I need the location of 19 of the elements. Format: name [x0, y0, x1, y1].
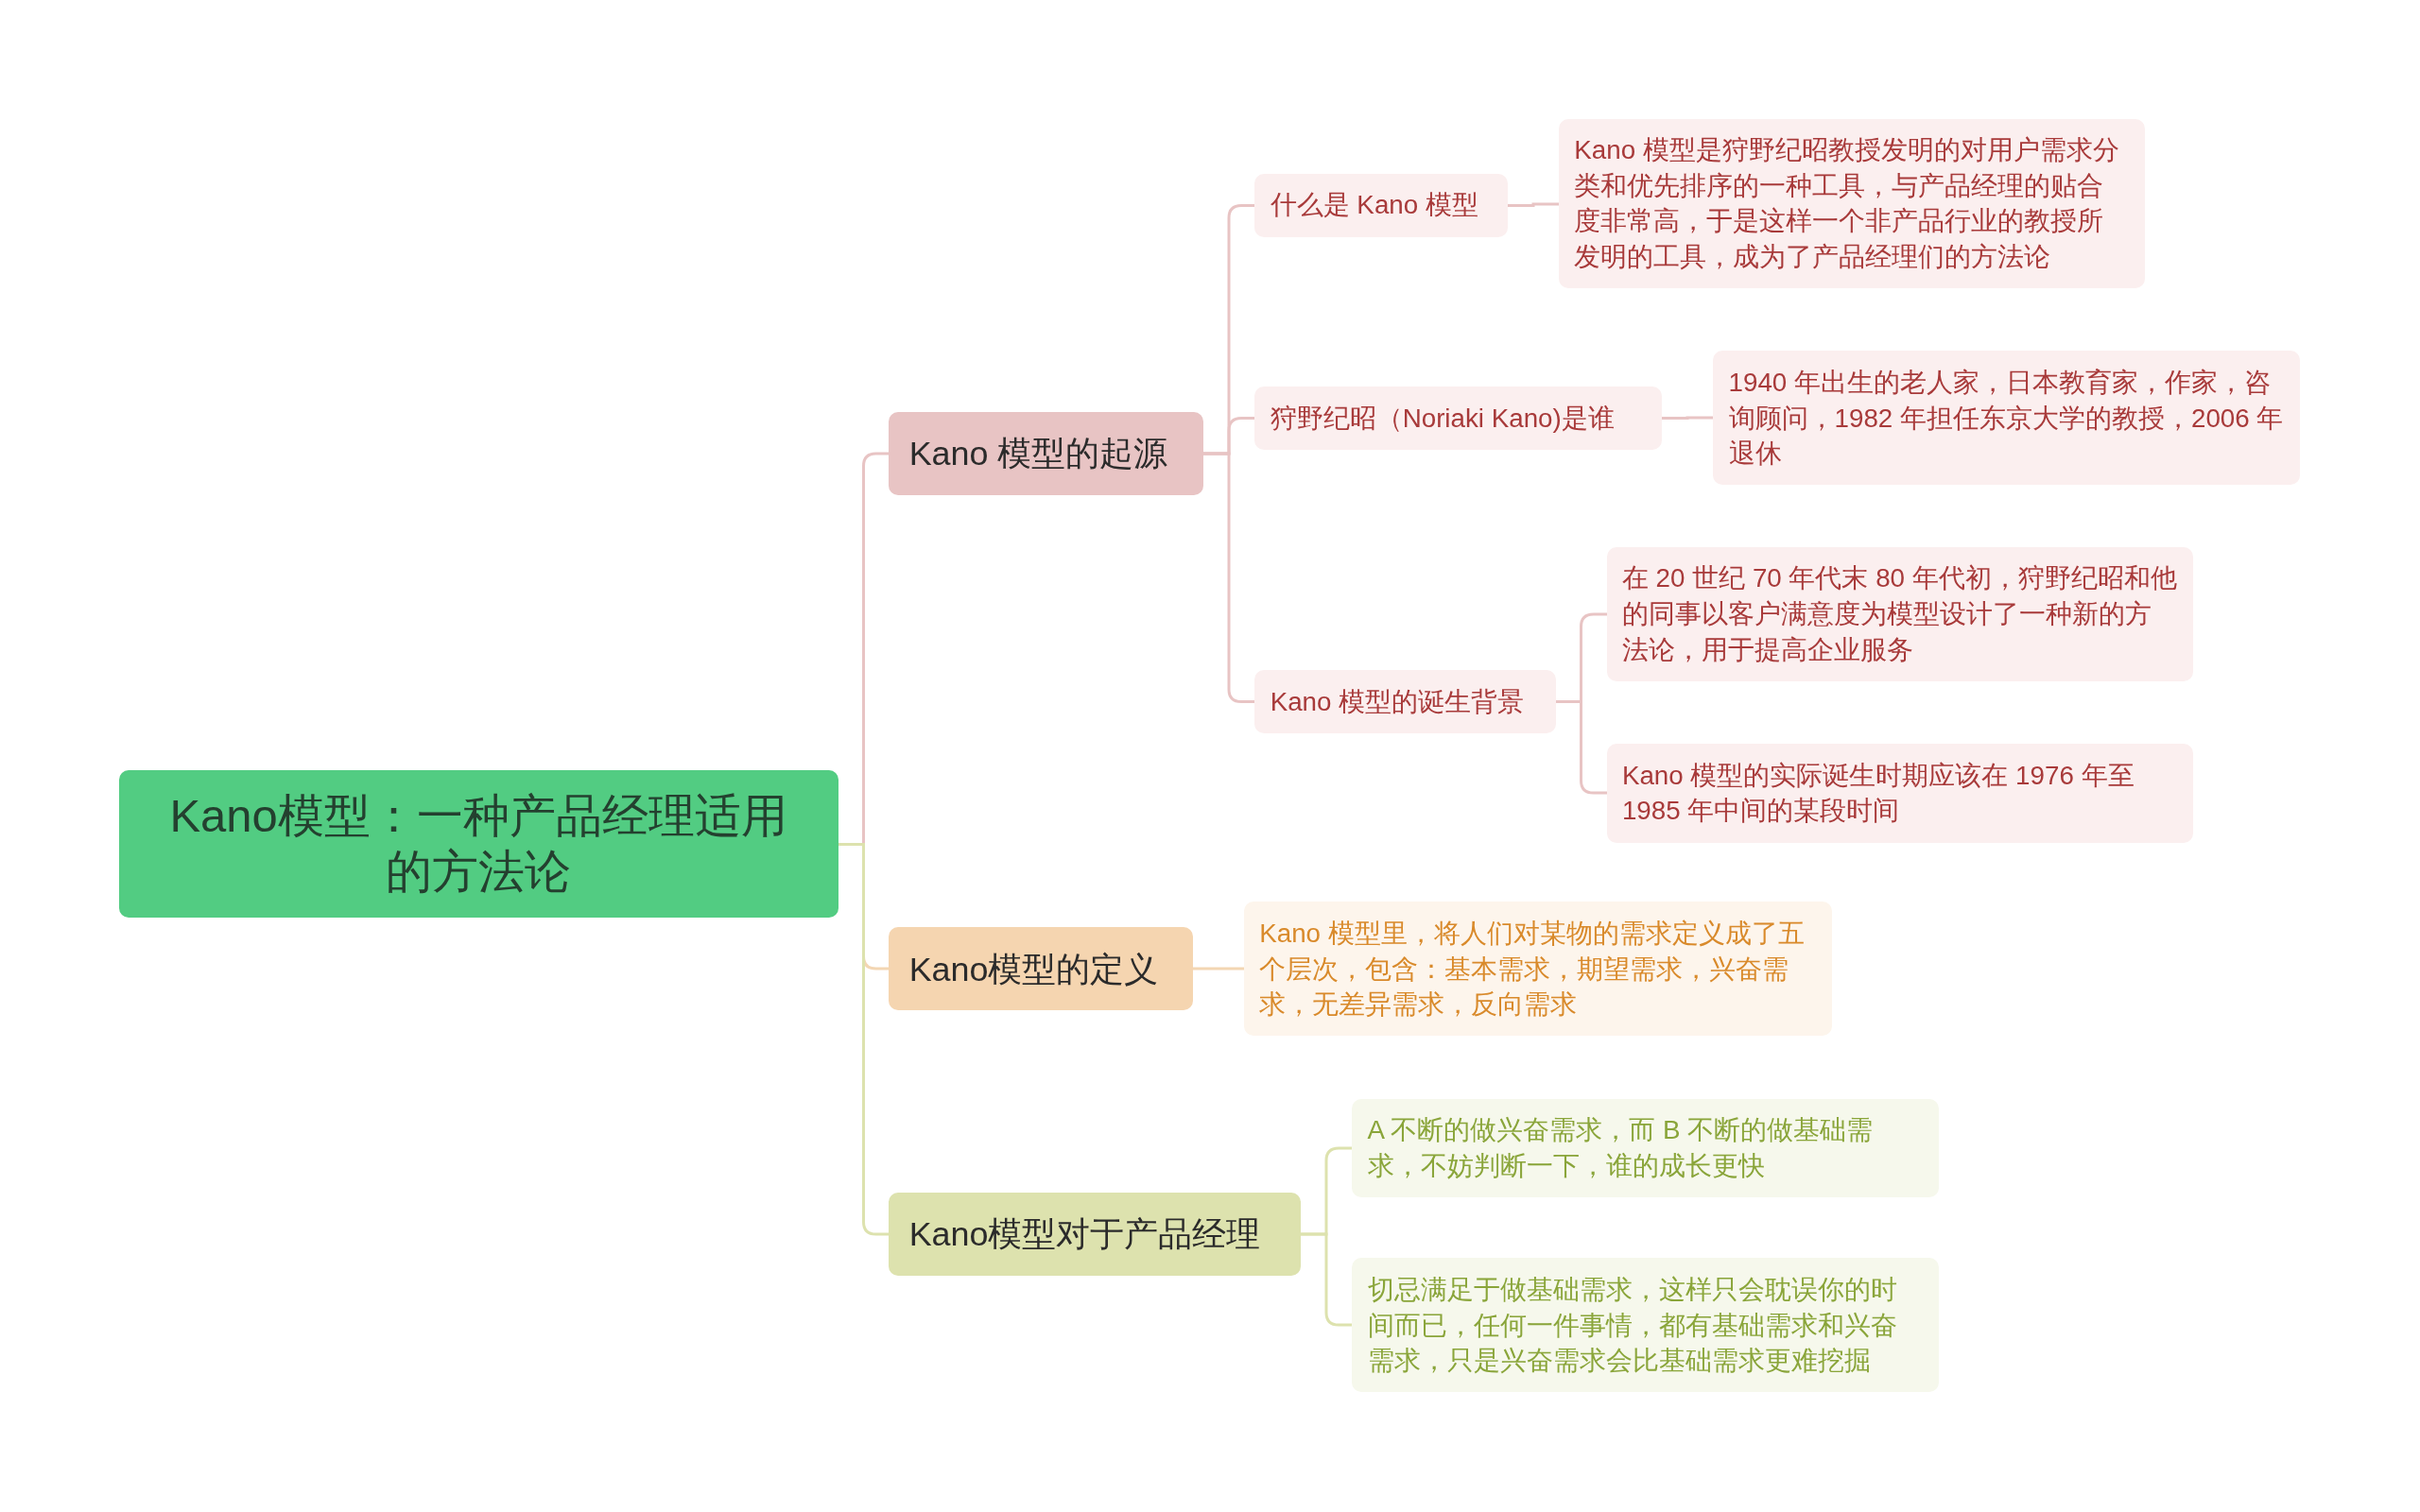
- root-topic-box: Kano模型：一种产品经理适用的方法论: [118, 769, 838, 919]
- connector-line: [1203, 452, 1254, 703]
- note-box: Kano 模型里，将人们对某物的需求定义成了五个层次，包含：基本需求，期望需求，兴奋需求，无差异需求，反向需求: [1243, 902, 1832, 1037]
- note-box: A 不断的做兴奋需求，而 B 不断的做基础需求，不妨判断一下，谁的成长更快: [1352, 1098, 1939, 1198]
- subtopic-box: 什么是 Kano 模型: [1254, 173, 1509, 237]
- note-box: Kano 模型是狩野纪昭教授发明的对用户需求分类和优先排序的一种工具，与产品经理的贴合度非常高，于是这样一个非产品行业的教授所发明的工具，成为了产品经理们的方法论: [1558, 118, 2146, 289]
- note-box: 在 20 世纪 70 年代末 80 年代初，狩野纪昭和他的同事以客户满意度为模型设计了一种新的方法论，用于提高企业服务: [1606, 546, 2193, 681]
- connector-line: [1193, 967, 1244, 971]
- note-box: 1940 年出生的老人家，日本教育家，作家，咨询顾问，1982 年担任东京大学的教授，2006 年退休: [1713, 351, 2300, 486]
- note-box: Kano 模型的实际诞生时期应该在 1976 年至 1985 年中间的某段时间: [1606, 744, 2193, 843]
- topic-box: Kano模型的定义: [889, 927, 1194, 1011]
- note-box: 切忌满足于做基础需求，这样只会耽误你的时间而已，任何一件事情，都有基础需求和兴奋需求，只是兴奋需求会比基础需求更难挖掘: [1352, 1258, 1939, 1393]
- topic-box: Kano模型对于产品经理: [889, 1193, 1302, 1277]
- connector-line: [1301, 1232, 1352, 1327]
- connector-line: [1662, 416, 1713, 420]
- subtopic-box: Kano 模型的诞生背景: [1254, 670, 1556, 734]
- connector-line: [1508, 202, 1559, 207]
- subtopic-box: 狩野纪昭（Noriaki Kano)是谁: [1254, 386, 1663, 450]
- topic-box: Kano 模型的起源: [889, 412, 1204, 496]
